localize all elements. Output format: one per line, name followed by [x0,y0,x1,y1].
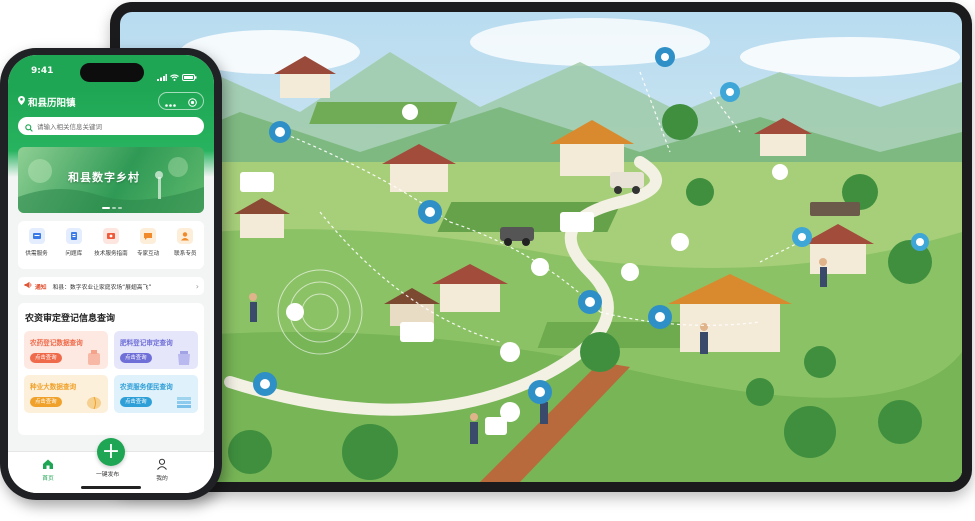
carousel-dots [102,207,122,209]
notice-text: 和县：数字农业让家庭农场“展翅高飞” [52,284,152,291]
search-placeholder: 请输入相关信息关键词 [37,123,102,131]
query-card-button[interactable]: 点击查询 [30,397,62,407]
service-label: 技术服务指南 [94,251,128,257]
question-bank-icon [65,228,82,244]
publish-label: 一键发布 [96,472,120,478]
location-label: 和县历阳镇 [28,98,76,109]
banner-illustration [18,157,204,213]
service-label: 联系专员 [174,251,197,257]
village-map-illustration [120,12,962,482]
query-card-button[interactable]: 点击查询 [30,353,62,363]
home-indicator [81,486,141,489]
query-card-button[interactable]: 点击查询 [120,397,152,407]
banner-carousel[interactable]: 和县数字乡村 [18,147,204,213]
query-card-button[interactable]: 点击查询 [120,353,152,363]
village-map[interactable] [120,12,962,482]
tech-guide-icon [102,228,119,244]
service-label: 供需服务 [25,251,48,257]
tab-label: 首页 [42,476,54,482]
dynamic-island [80,63,144,82]
service-grid: 供需服务 问题库 技术服务指南 专家互动 [18,221,204,269]
supply-demand-icon [28,228,45,244]
query-card-service[interactable]: 农资服务便民查询 点击查询 [114,375,198,413]
contact-agent-icon [177,228,194,244]
phone-screen: 9:41 和县历阳镇 [8,55,214,493]
query-card-title: 种业大数据查询 [30,383,77,391]
publish-button[interactable]: + [97,438,125,466]
query-card-fertilizer[interactable]: 肥料登记审定查询 点击查询 [114,331,198,369]
location-selector[interactable]: 和县历阳镇 [18,95,76,109]
service-label: 专家互动 [136,251,160,257]
service-stack-icon [177,397,191,408]
location-pin-icon [18,96,25,108]
phone-device: 9:41 和县历阳镇 [0,48,222,500]
tab-label: 我的 [156,476,168,482]
query-section-title: 农资审定登记信息查询 [25,314,116,324]
miniprogram-capsule[interactable] [158,92,204,110]
battery-icon [182,66,197,85]
fertilizer-icon [178,351,190,365]
query-card-seed[interactable]: 种业大数据查询 点击查询 [24,375,108,413]
wifi-icon [170,66,179,85]
query-card-title: 农资服务便民查询 [120,383,173,391]
chevron-right-icon: › [195,281,199,291]
tablet-device [110,2,972,492]
seed-icon [87,396,101,410]
service-label: 问题库 [65,251,83,257]
query-card-title: 肥料登记审定查询 [120,339,173,347]
service-item-contact-agent[interactable]: 联系专员 [168,228,202,257]
query-section: 农资审定登记信息查询 农药登记数据查询 点击查询 肥料登记审定查询 点击查询 种… [18,303,204,435]
expert-chat-icon [140,228,157,244]
notice-tag: 通知 [35,284,47,291]
search-icon [25,117,33,136]
service-item-question-bank[interactable]: 问题库 [57,228,91,257]
user-icon [156,458,168,470]
status-time: 9:41 [31,66,54,76]
tab-mine[interactable]: 我的 [156,458,168,482]
notice-bar[interactable]: 通知 和县：数字农业让家庭农场“展翅高飞” › [18,277,204,295]
banner-title: 和县数字乡村 [68,171,140,184]
query-card-title: 农药登记数据查询 [30,339,83,347]
tab-home[interactable]: 首页 [42,458,54,482]
home-icon [42,458,54,470]
query-card-pesticide[interactable]: 农药登记数据查询 点击查询 [24,331,108,369]
close-target-icon[interactable] [188,92,197,111]
service-item-supply-demand[interactable]: 供需服务 [20,228,54,257]
search-input[interactable]: 请输入相关信息关键词 [18,117,204,135]
more-icon[interactable] [165,92,176,111]
megaphone-icon [24,281,32,291]
service-item-expert-chat[interactable]: 专家互动 [131,228,165,257]
plus-icon: + [101,439,121,464]
status-icons [157,66,197,85]
pesticide-icon [88,350,100,365]
signal-icon [157,66,167,85]
service-item-tech-guide[interactable]: 技术服务指南 [94,228,128,257]
